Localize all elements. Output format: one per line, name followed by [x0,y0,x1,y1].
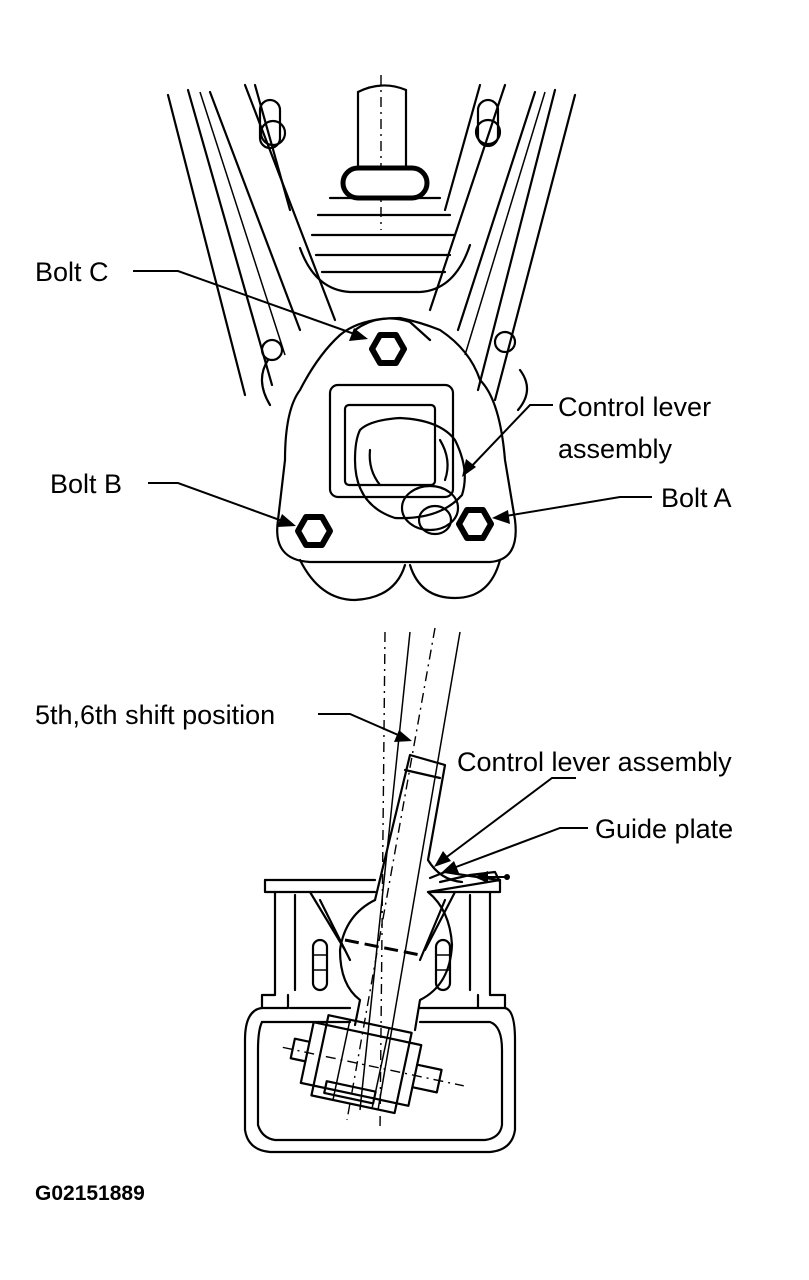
bolt-c-label: Bolt C [35,257,109,287]
bolt-a-label: Bolt A [661,483,732,513]
figure-code: G02151889 [35,1182,145,1205]
section-view-leaders [318,713,588,873]
top-view-drawing [166,75,577,602]
shift-position-label: 5th,6th shift position [35,700,275,730]
section-view-drawing [243,627,517,1154]
bolt-b-icon [295,514,333,548]
control-lever-label-line2: assembly [558,434,673,464]
bolt-c-icon [369,332,407,366]
top-view-leaders [133,270,652,527]
guide-plate-label: Guide plate [595,814,733,844]
bolt-a-icon [456,507,494,541]
bolt-b-label: Bolt B [50,469,122,499]
control-lever-assembly-label: Control lever assembly [457,747,732,777]
control-lever-label-line1: Control lever [558,392,711,422]
